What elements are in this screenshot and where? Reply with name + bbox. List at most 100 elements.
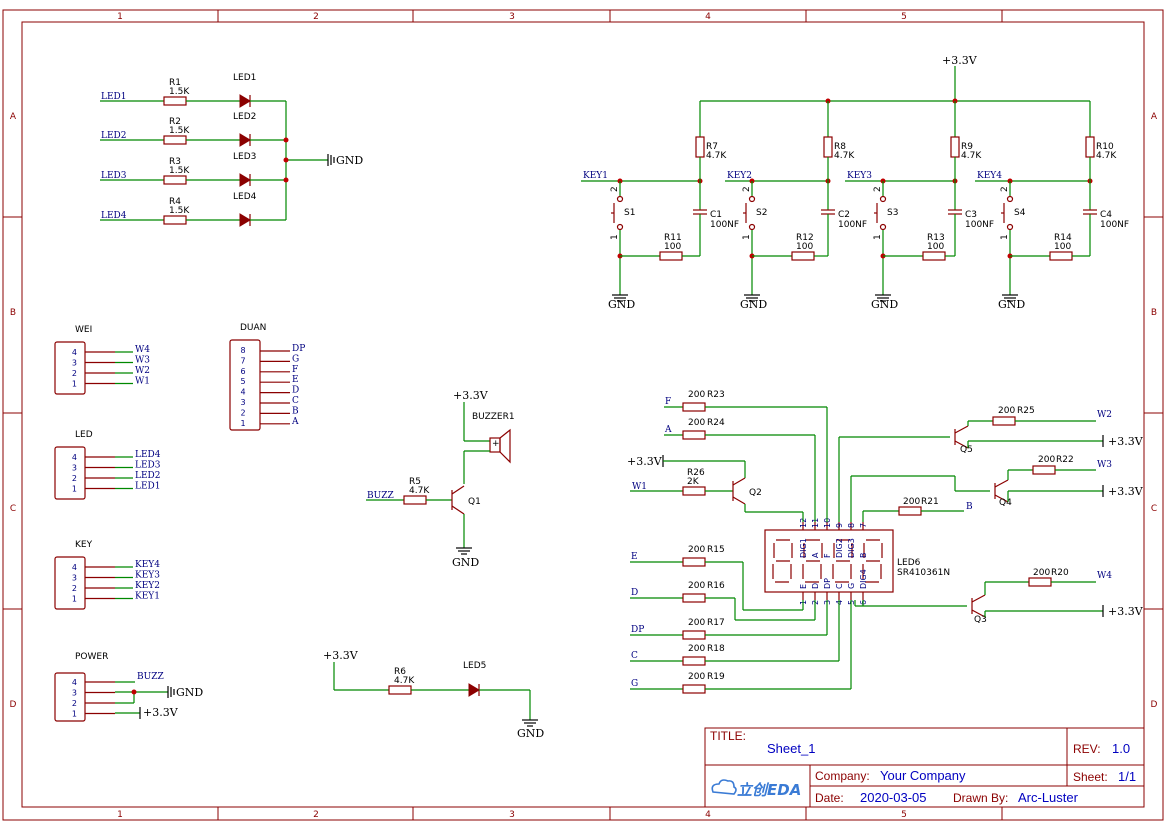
led2-diode-icon[interactable] [239, 133, 251, 147]
r22-resistor[interactable] [1032, 465, 1056, 475]
r26-resistor[interactable] [682, 486, 706, 496]
wei-connector-body[interactable] [54, 341, 86, 395]
sheet-value[interactable]: 1/1 [1118, 769, 1136, 784]
pullup-resistor-1[interactable] [695, 136, 705, 158]
wei-pin-1: 1 [72, 380, 77, 389]
r22-value: 200 [1038, 455, 1055, 465]
duan-net-A: A [291, 417, 299, 427]
power-connector-body[interactable] [54, 672, 86, 722]
seven-seg-display[interactable] [764, 529, 894, 593]
led-pin-2: 2 [72, 474, 77, 483]
pullup-resistor-2[interactable] [823, 136, 833, 158]
series-resistor-2[interactable] [791, 251, 815, 261]
q2-net-label: W1 [632, 482, 647, 492]
led1-diode-icon[interactable] [239, 94, 251, 108]
company-value[interactable]: Your Company [880, 768, 966, 783]
lceda-logo-icon: 立创EDA [711, 779, 801, 799]
r5-ref: R5 [409, 477, 421, 487]
q3-net-label: W4 [1097, 571, 1112, 581]
led-connector-body[interactable] [54, 446, 86, 500]
seg-resistor-R15[interactable] [682, 557, 706, 567]
company-label: Company: [815, 769, 870, 783]
led5-diode-icon[interactable] [468, 683, 480, 697]
drawn-value[interactable]: Arc-Luster [1018, 790, 1079, 805]
seg-resistor-R17[interactable] [682, 630, 706, 640]
pullup-value-3: 4.7K [961, 151, 982, 161]
wei-pin-4: 4 [72, 348, 77, 357]
led3-diode-icon[interactable] [239, 173, 251, 187]
frame-row-a-right: A [1151, 112, 1158, 122]
wei-net-W1: W1 [135, 377, 150, 387]
key2-net-label: KEY2 [727, 171, 752, 181]
series-resistor-4[interactable] [1049, 251, 1073, 261]
switch-ref-3: S3 [887, 208, 898, 218]
duan-pin-1: 1 [240, 419, 245, 428]
r4-resistor[interactable] [163, 215, 187, 225]
led3-net-label: LED3 [101, 171, 127, 181]
seg-resistor-R16[interactable] [682, 593, 706, 603]
date-value[interactable]: 2020-03-05 [860, 790, 927, 805]
q2-ref: Q2 [749, 488, 762, 498]
switch-pin2-3: 2 [873, 186, 883, 192]
duan-pin-6: 6 [240, 367, 245, 376]
r21-resistor[interactable] [898, 506, 922, 516]
q5-vcc: +3.3V [1108, 435, 1144, 448]
wei-net-W3: W3 [135, 356, 150, 366]
duan-pin-5: 5 [240, 377, 245, 386]
sheet-title[interactable]: Sheet_1 [767, 741, 815, 756]
q4-vcc: +3.3V [1108, 485, 1144, 498]
display-top-name-1: A [811, 552, 820, 558]
switch-pin1-1: 1 [610, 234, 620, 240]
frame-row-b-right: B [1151, 308, 1157, 318]
digit-3-icon [832, 539, 853, 583]
seg-resistor-R18[interactable] [682, 656, 706, 666]
r5-resistor[interactable] [403, 495, 427, 505]
pullup-resistor-3[interactable] [950, 136, 960, 158]
r1-resistor[interactable] [163, 96, 187, 106]
cap-ref-4: C4 [1100, 210, 1112, 220]
cap-value-2: 100NF [838, 220, 867, 230]
r6-resistor[interactable] [388, 685, 412, 695]
switch-ref-4: S4 [1014, 208, 1026, 218]
seg-res-ref-R19: R19 [707, 672, 725, 682]
seg-resistor-R24[interactable] [682, 430, 706, 440]
display-bot-name-5: DIG4 [859, 569, 868, 589]
series-ref-3: R13 [927, 233, 945, 243]
r4-value: 1.5K [169, 206, 190, 216]
display-top-pin-8: 8 [847, 523, 856, 528]
r20-ref: R20 [1051, 568, 1069, 578]
led-header-title: LED [75, 430, 93, 440]
r25-resistor[interactable] [992, 416, 1016, 426]
power-buzz-net: BUZZ [137, 672, 164, 682]
led2-ref: LED2 [233, 112, 256, 122]
pullup-ref-2: R8 [834, 142, 846, 152]
r3-resistor[interactable] [163, 175, 187, 185]
r3-value: 1.5K [169, 166, 190, 176]
r2-resistor[interactable] [163, 135, 187, 145]
seg-res-ref-R16: R16 [707, 581, 725, 591]
display-top-name-3: DIG2 [835, 538, 844, 558]
display-bot-name-3: C [835, 583, 844, 589]
q3-ref: Q3 [974, 615, 987, 625]
switch-pin1-2: 1 [742, 234, 752, 240]
key-net-KEY3: KEY3 [135, 571, 160, 581]
wei-header-title: WEI [75, 325, 92, 335]
led-net-LED2: LED2 [135, 471, 161, 481]
rev-value[interactable]: 1.0 [1112, 741, 1130, 756]
series-resistor-1[interactable] [659, 251, 683, 261]
led-pin-3: 3 [72, 464, 77, 473]
led2-net-label: LED2 [101, 131, 127, 141]
series-resistor-3[interactable] [922, 251, 946, 261]
key-connector-body[interactable] [54, 556, 86, 610]
duan-pin-8: 8 [240, 346, 245, 355]
seg-resistor-R23[interactable] [682, 402, 706, 412]
seg-resistor-R19[interactable] [682, 684, 706, 694]
duan-connector-body[interactable] [229, 339, 261, 431]
led4-diode-icon[interactable] [239, 213, 251, 227]
key-gnd-4: GND [998, 298, 1025, 311]
r20-resistor[interactable] [1028, 577, 1052, 587]
pullup-resistor-4[interactable] [1085, 136, 1095, 158]
led5-circuit: +3.3V R6 4.7K LED5 GND [323, 649, 544, 740]
led4-ref: LED4 [233, 192, 257, 202]
